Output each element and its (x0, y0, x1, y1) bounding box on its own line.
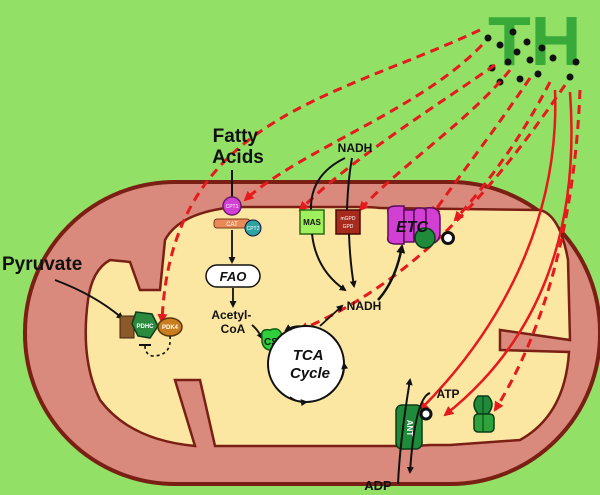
adp-arrow (397, 378, 413, 485)
th-label: TH (488, 2, 581, 80)
th-arrows-solid (418, 89, 573, 417)
cs-label: CS (264, 337, 278, 348)
fao-box (205, 264, 261, 288)
nadh-to-etc-arrow (377, 244, 406, 301)
th-arrow-to-etc (430, 77, 532, 217)
th-arrow-to-ant-2 (443, 91, 573, 417)
acetyl-coa-label: Acetyl- CoA (211, 308, 254, 336)
tca-cycle-label: TCA Cycle (290, 347, 330, 382)
th-arrow-to-ant (418, 89, 557, 412)
pdk4-inhibition-line (144, 335, 171, 357)
adp-label: ADP (364, 478, 392, 493)
gpd-to-nadh-line (348, 233, 357, 288)
th-arrow-to-cpt1 (243, 43, 484, 202)
tca-cycle-circle (267, 325, 345, 403)
atp-label: ATP (436, 387, 459, 401)
etc-complex-icon: ETC (386, 205, 455, 249)
th-arrow-to-etc-2 (453, 81, 552, 222)
tca-to-nadh-arrow (319, 304, 344, 327)
mas-shuttle-icon: MAS (299, 209, 325, 235)
mas-to-nadh-line (311, 233, 347, 292)
tca-arrow-bottom (289, 396, 308, 407)
atp-synthase-icon (473, 395, 495, 433)
svg-text:ANT: ANT (405, 420, 414, 437)
svg-text:CAT: CAT (226, 222, 238, 228)
atp-arrow (406, 392, 431, 474)
th-arrow-to-pdk4 (157, 28, 481, 324)
etc-label: ETC (396, 219, 428, 236)
gpd-shuttle-icon: mGPD GPD (335, 209, 361, 235)
th-arrow-to-tca (298, 84, 567, 332)
svg-text:PDK4: PDK4 (162, 325, 179, 331)
cpt1-transporter-icon: CPT1 (222, 196, 242, 216)
svg-text:GPD: GPD (343, 224, 354, 230)
cpt2-transporter-icon: CPT2 (244, 219, 262, 237)
nadh-mid-label: NADH (347, 299, 382, 313)
svg-text:PDHC: PDHC (136, 324, 154, 330)
nadh-to-mas-line (309, 157, 346, 211)
svg-text:mGPD: mGPD (341, 216, 356, 222)
pyruvate-label: Pyruvate (2, 254, 82, 275)
tca-arrow-right (340, 362, 349, 381)
svg-text:CPT2: CPT2 (247, 226, 260, 232)
pyruvate-arrow (54, 279, 124, 320)
cat-transporter-icon: CAT (213, 218, 251, 229)
nadh-top-label: NADH (338, 141, 373, 155)
svg-text:CPT1: CPT1 (226, 204, 239, 210)
th-arrows (157, 28, 582, 412)
nadh-to-gpd-line (346, 157, 353, 211)
tca-arrow-top (284, 324, 301, 332)
th-arrow-to-mas (298, 63, 496, 212)
th-arrow-to-gpd (358, 69, 512, 212)
fatty-acids-label: Fatty Acids (212, 126, 264, 168)
pdk4-kinase-icon: PDK4 (157, 317, 183, 337)
th-arrow-to-synthase (493, 89, 582, 412)
fao-label: FAO (220, 269, 247, 284)
mas-label: MAS (303, 218, 321, 227)
inner-membrane-matrix (84, 205, 572, 448)
pdhc-complex-icon: PDHC (119, 311, 159, 339)
